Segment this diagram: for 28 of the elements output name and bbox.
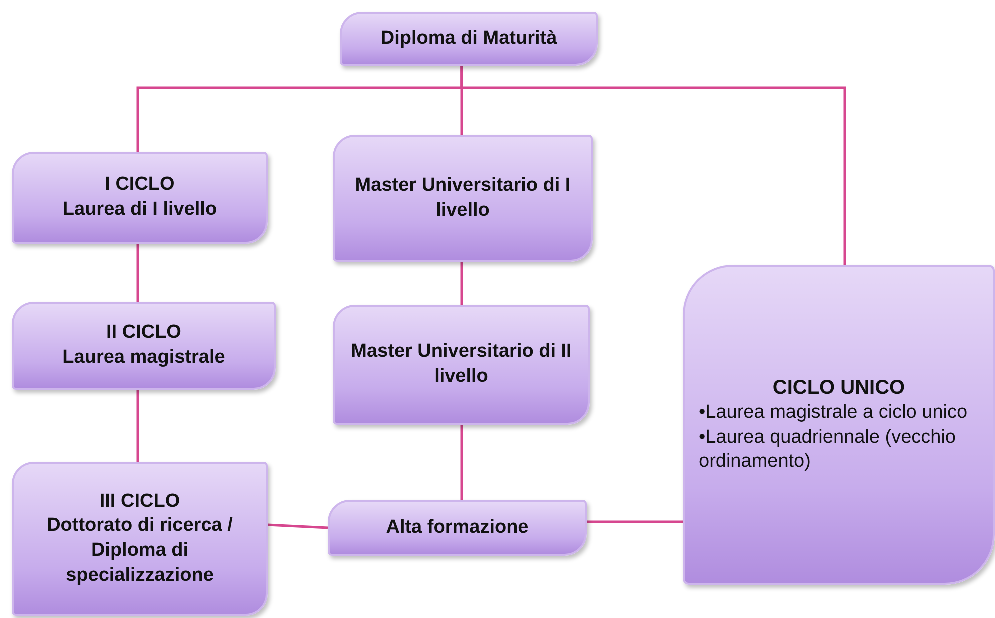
heading: I CICLO xyxy=(105,173,175,198)
label: Laurea di I livello xyxy=(62,198,218,222)
label: Master Universitario di I livello xyxy=(354,174,572,222)
connector-line xyxy=(268,524,328,530)
heading: CICLO UNICO xyxy=(772,376,906,401)
label: Master Universitario di II livello xyxy=(350,340,573,389)
text-box xyxy=(683,265,995,585)
label: Laurea magistrale xyxy=(62,346,226,370)
connector-line xyxy=(460,66,846,265)
text-box xyxy=(328,500,587,556)
connector-line xyxy=(460,425,464,500)
connector-line xyxy=(136,390,140,462)
label: Diploma di Maturità xyxy=(380,26,558,51)
text-box xyxy=(333,135,593,262)
connector-line xyxy=(460,262,464,305)
text-box xyxy=(333,305,590,425)
text-box xyxy=(12,302,276,390)
text-box xyxy=(340,12,598,66)
connector-line xyxy=(136,244,140,302)
heading: II CICLO xyxy=(106,321,182,346)
heading: III CICLO xyxy=(100,490,180,514)
label: Alta formazione xyxy=(386,516,529,540)
label: •Laurea magistrale a ciclo unico xyxy=(699,400,969,425)
label: Dottorato di ricerca / Diploma di specializzazione xyxy=(46,514,234,588)
text-box xyxy=(12,462,268,616)
text-box xyxy=(12,152,268,244)
connector-line xyxy=(587,520,683,524)
label: •Laurea quadriennale (vecchio ordinamento) xyxy=(699,426,957,474)
